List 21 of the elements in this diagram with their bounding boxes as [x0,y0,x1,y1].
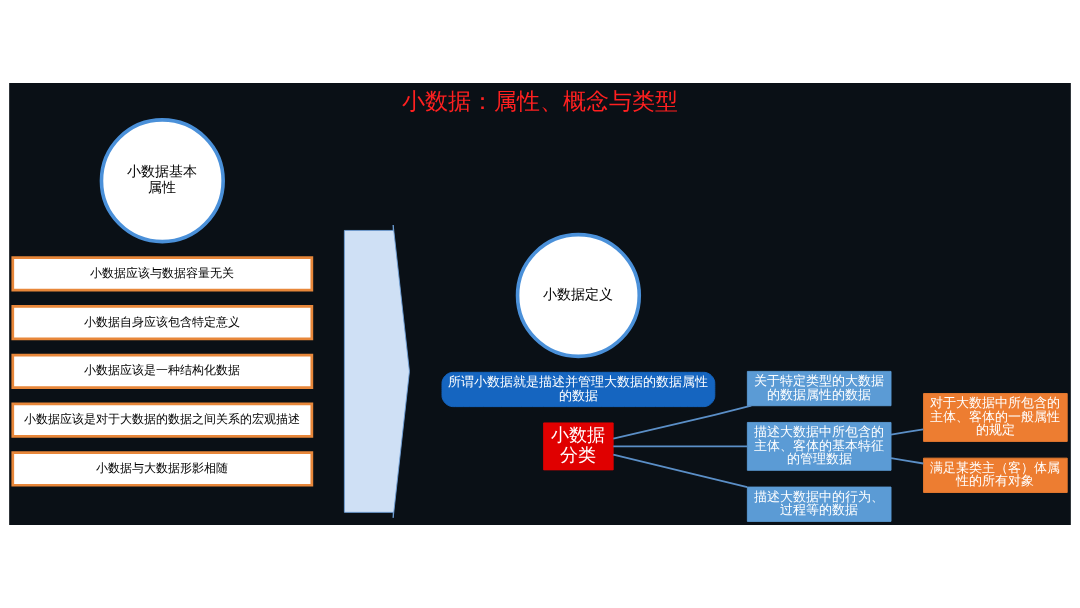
node-box: 关于特定类型的大数据的数据属性的数据 [746,370,892,407]
diagram-title: 小数据：属性、概念与类型 [402,87,678,116]
node-box: 描述大数据中所包含的主体、客体的基本特征的管理数据 [746,422,892,471]
connector [612,445,749,448]
connector [612,453,749,488]
node-box: 小数据应该是对于大数据的数据之间关系的宏观描述 [11,402,314,438]
node-circle: 小数据基本属性 [99,118,225,244]
node-circle: 小数据定义 [515,232,642,359]
node-box: 对于大数据中所包含的主体、客体的一般属性的规定 [923,393,1068,442]
connector [612,404,753,440]
node-arrow [343,224,410,519]
node-box: 描述大数据中的行为、过程等的数据 [746,486,892,522]
node-box: 小数据应该是一种结构化数据 [11,353,314,389]
node-box: 小数据分类 [543,422,614,471]
node-box: 小数据与大数据形影相随 [11,451,314,487]
node-box: 小数据自身应该包含特定意义 [11,305,314,341]
connector [890,428,925,436]
node-box: 满足某类主（客）体属性的所有对象 [923,457,1068,493]
node-box: 所谓小数据就是描述并管理大数据的数据属性的数据 [441,371,716,408]
node-box: 小数据应该与数据容量无关 [11,256,314,292]
connector [890,457,925,465]
